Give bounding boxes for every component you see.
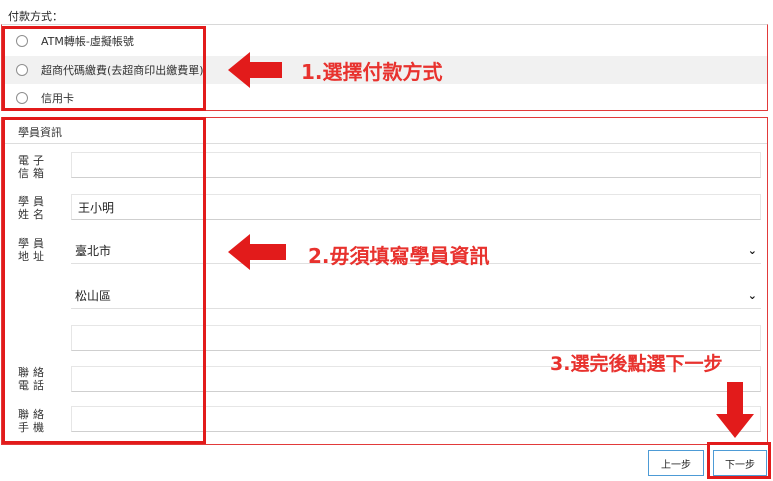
payment-option-label: 超商代碼繳費(去超商印出繳費單): [41, 64, 204, 77]
mobile-field[interactable]: [71, 406, 761, 432]
annotation-step3: 3.選完後點選下一步: [550, 353, 723, 375]
address-label: 學員 地址: [18, 237, 48, 263]
city-select[interactable]: 臺北市 ⌄: [71, 238, 761, 264]
payment-option-credit-card[interactable]: 信用卡: [2, 84, 767, 112]
next-step-button[interactable]: 下一步: [713, 450, 767, 476]
arrow-left-icon: [228, 52, 282, 88]
payment-option-label: ATM轉帳-虛擬帳號: [41, 35, 134, 48]
street-address-field[interactable]: [71, 325, 761, 351]
chevron-down-icon: ⌄: [747, 289, 757, 302]
section-divider: [2, 143, 767, 144]
student-info-title: 學員資訊: [18, 126, 62, 139]
annotation-box-payment: [2, 26, 206, 111]
prev-step-button[interactable]: 上一步: [648, 450, 704, 476]
radio-credit-card[interactable]: [16, 92, 28, 104]
payment-option-atm[interactable]: ATM轉帳-虛擬帳號: [2, 27, 767, 55]
district-select[interactable]: 松山區 ⌄: [71, 283, 761, 309]
phone-field[interactable]: [71, 366, 761, 392]
payment-option-convenience-store[interactable]: 超商代碼繳費(去超商印出繳費單): [2, 56, 767, 84]
email-label: 電子 信箱: [18, 154, 48, 180]
name-label: 學員 姓名: [18, 195, 48, 221]
arrow-down-icon: [716, 382, 754, 438]
annotation-box-student-info: [2, 117, 206, 444]
chevron-down-icon: ⌄: [747, 244, 757, 257]
email-field[interactable]: [71, 152, 761, 178]
payment-option-label: 信用卡: [41, 92, 74, 105]
mobile-label: 聯絡 手機: [18, 408, 48, 434]
payment-method-label: 付款方式：: [8, 10, 63, 23]
annotation-step1: 1.選擇付款方式: [301, 60, 443, 84]
arrow-left-icon: [228, 234, 286, 270]
name-field[interactable]: 王小明: [71, 194, 761, 220]
student-info-box: [1, 117, 768, 445]
phone-label: 聯絡 電話: [18, 366, 48, 392]
radio-atm[interactable]: [16, 35, 28, 47]
payment-options-box: [1, 24, 768, 111]
annotation-step2: 2.毋須填寫學員資訊: [308, 244, 490, 268]
annotation-box-next: [707, 442, 771, 479]
radio-convenience-store[interactable]: [16, 64, 28, 76]
